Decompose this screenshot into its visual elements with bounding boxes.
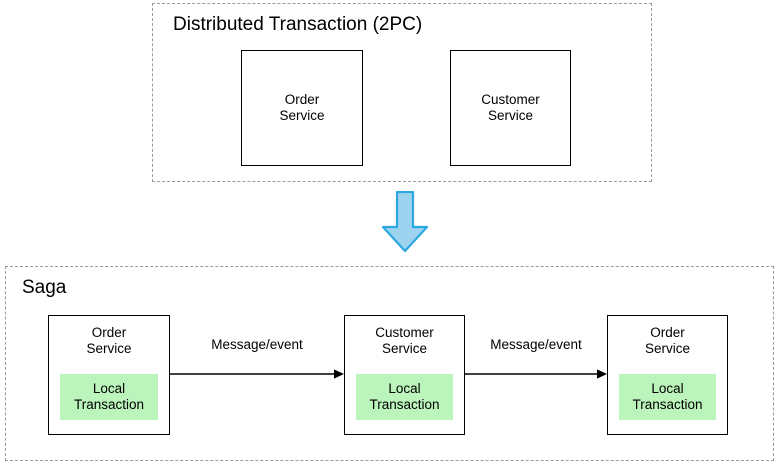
local-transaction-badge: Local Transaction (356, 374, 453, 420)
service-box-customer-service-2pc: Customer Service (450, 50, 571, 166)
saga-service-label: Order Service (644, 325, 690, 356)
service-box-label: Order Service (279, 92, 325, 123)
local-transaction-label: Local Transaction (73, 381, 145, 412)
edge-label-message-event-1: Message/event (211, 337, 303, 352)
arrow-right-glyph (170, 369, 344, 379)
saga-service-customer-service: Customer Service Local Transaction (344, 315, 465, 435)
local-transaction-badge: Local Transaction (619, 374, 716, 420)
saga-service-label: Order Service (86, 325, 132, 356)
group-saga-title: Saga (22, 277, 67, 298)
saga-service-order-service-1: Order Service Local Transaction (48, 315, 170, 435)
local-transaction-label: Local Transaction (632, 381, 703, 412)
connector-order-to-customer (170, 364, 348, 384)
saga-service-order-service-2: Order Service Local Transaction (607, 315, 728, 435)
arrow-right-glyph (465, 369, 607, 379)
service-box-label: Customer Service (481, 92, 540, 123)
group-distributed-transaction-title: Distributed Transaction (2PC) (173, 14, 423, 35)
local-transaction-label: Local Transaction (369, 381, 440, 412)
connector-customer-to-order (465, 364, 611, 384)
service-box-order-service-2pc: Order Service (241, 50, 363, 166)
down-arrow-icon (380, 190, 430, 253)
local-transaction-badge: Local Transaction (60, 374, 158, 420)
saga-service-label: Customer Service (375, 325, 434, 356)
down-arrow-glyph (381, 190, 429, 253)
edge-label-message-event-2: Message/event (490, 337, 582, 352)
